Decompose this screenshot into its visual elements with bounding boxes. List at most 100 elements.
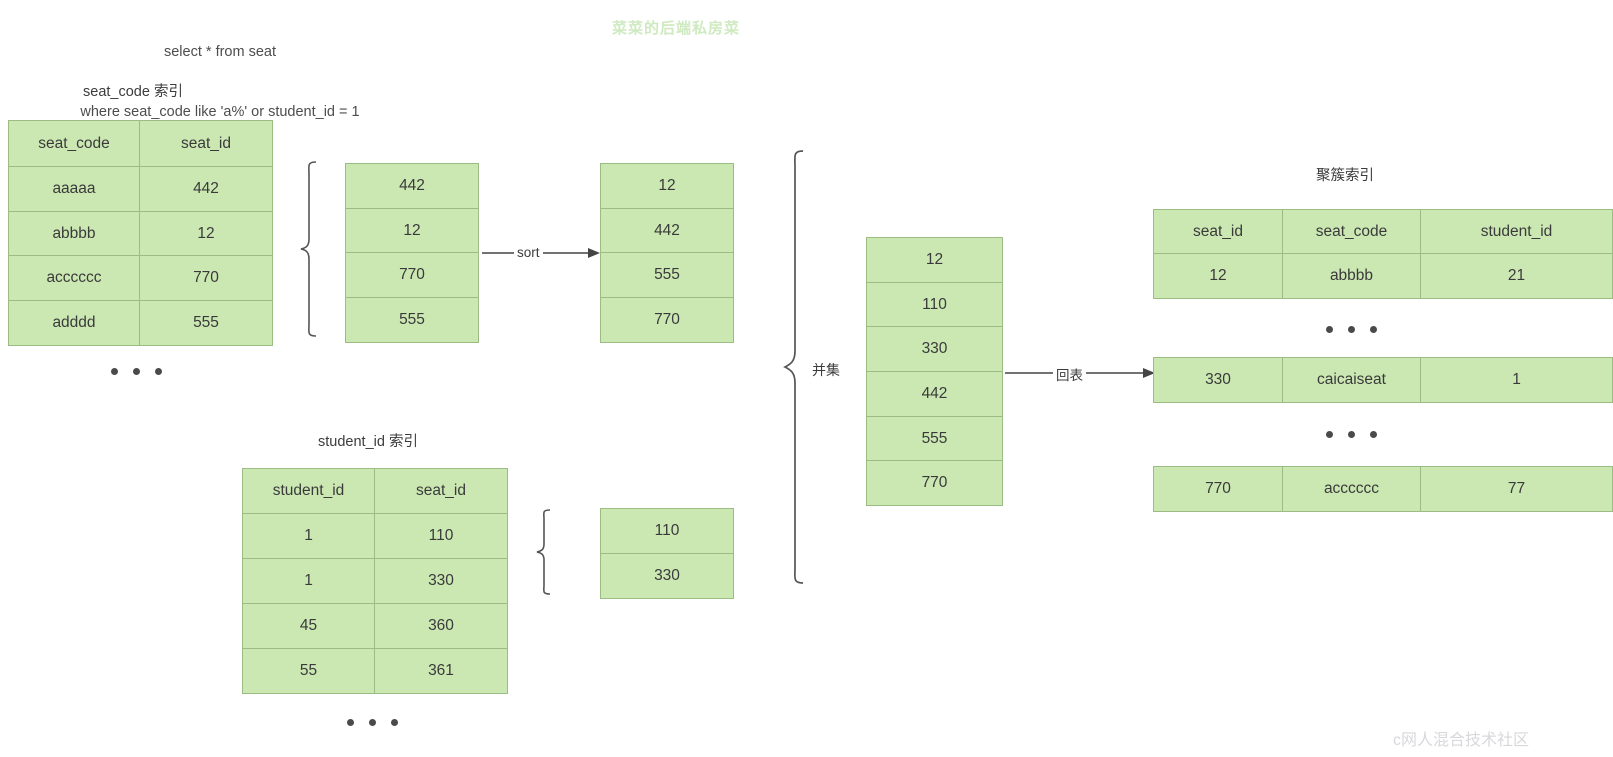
- cell-seat-id: 12: [139, 211, 273, 256]
- list-item: 110: [866, 282, 1003, 327]
- clustered-index-table-top: seat_id seat_code student_id 12 abbbb 21: [1153, 209, 1613, 299]
- sort-label: sort: [514, 245, 543, 260]
- sql-query-line-1: select * from seat: [163, 44, 276, 60]
- cell-student-id: 55: [242, 648, 375, 694]
- table-row: 1 330: [242, 558, 508, 604]
- dot-icon: [1370, 326, 1377, 333]
- dot-icon: [1348, 431, 1355, 438]
- list-item: 12: [600, 163, 734, 209]
- dot-icon: [391, 719, 398, 726]
- list-item: 442: [866, 371, 1003, 417]
- cell-seat-id: 330: [600, 553, 734, 599]
- cell-seat-code: abbbb: [1282, 253, 1421, 299]
- cell-seat-code: abbbb: [8, 211, 140, 256]
- caption-seat-code-index: seat_code 索引: [83, 84, 183, 100]
- cell-seat-id: 12: [1153, 253, 1283, 299]
- table-row: 770 acccccc 77: [1153, 466, 1613, 512]
- dot-icon: [133, 368, 140, 375]
- cell-seat-id: 110: [866, 282, 1003, 327]
- cell-seat-id: 442: [600, 208, 734, 253]
- cell-seat-id: 770: [139, 255, 273, 301]
- col-header-seat-id: seat_id: [374, 468, 508, 514]
- cell-seat-id: 330: [374, 558, 508, 604]
- col-header-student-id: student_id: [242, 468, 375, 514]
- table-row: 1 110: [242, 513, 508, 559]
- list-item: 770: [866, 460, 1003, 506]
- list-item: 330: [600, 553, 734, 599]
- cell-student-id: 21: [1420, 253, 1613, 299]
- dot-icon: [111, 368, 118, 375]
- ellipsis-student-id-index: [347, 719, 398, 726]
- dot-icon: [369, 719, 376, 726]
- cell-seat-code: aaaaa: [8, 166, 140, 212]
- table-row: 55 361: [242, 648, 508, 694]
- sorted-seat-id-column: 12 442 555 770: [600, 163, 734, 343]
- brace-union: [775, 148, 811, 588]
- table-row: aaaaa 442: [8, 166, 273, 212]
- col-header-seat-id: seat_id: [139, 120, 273, 167]
- table-row: 330 caicaiseat 1: [1153, 357, 1613, 403]
- union-label: 并集: [812, 362, 840, 378]
- list-item: 555: [600, 252, 734, 298]
- cell-student-id: 1: [242, 558, 375, 604]
- table-row: adddd 555: [8, 300, 273, 346]
- cell-seat-id: 12: [866, 237, 1003, 283]
- dot-icon: [1326, 431, 1333, 438]
- cell-student-id: 77: [1420, 466, 1613, 512]
- unsorted-seat-id-column: 442 12 770 555: [345, 163, 479, 343]
- table-header-row: seat_id seat_code student_id: [1153, 209, 1613, 254]
- list-item: 770: [345, 252, 479, 298]
- list-item: 12: [345, 208, 479, 253]
- list-item: 12: [866, 237, 1003, 283]
- table-header-row: student_id seat_id: [242, 468, 508, 514]
- list-item: 330: [866, 326, 1003, 372]
- cell-seat-id: 555: [139, 300, 273, 346]
- seat-code-index-table: seat_code seat_id aaaaa 442 abbbb 12 acc…: [8, 120, 273, 346]
- cell-seat-id: 770: [345, 252, 479, 298]
- brace-seat-code-rows: [290, 160, 322, 338]
- cell-seat-id: 555: [600, 252, 734, 298]
- cell-seat-id: 12: [600, 163, 734, 209]
- brace-student-id-rows: [528, 508, 558, 598]
- cell-seat-id: 442: [139, 166, 273, 212]
- ellipsis-clustered-index-1: [1326, 326, 1377, 333]
- dot-icon: [1326, 326, 1333, 333]
- caption-clustered-index: 聚簇索引: [1316, 168, 1374, 184]
- ellipsis-clustered-index-2: [1326, 431, 1377, 438]
- table-row: 45 360: [242, 603, 508, 649]
- cell-seat-id: 361: [374, 648, 508, 694]
- table-header-row: seat_code seat_id: [8, 120, 273, 167]
- cell-student-id: 1: [1420, 357, 1613, 403]
- sql-query-line-2: where seat_code like 'a%' or student_id …: [80, 104, 360, 120]
- list-item: 110: [600, 508, 734, 554]
- student-id-index-table: student_id seat_id 1 110 1 330 45 360 55…: [242, 468, 508, 694]
- list-item: 555: [866, 416, 1003, 461]
- table-row: 12 abbbb 21: [1153, 253, 1613, 299]
- watermark-top: 菜菜的后端私房菜: [612, 20, 741, 37]
- cell-seat-id: 330: [1153, 357, 1283, 403]
- col-header-seat-id: seat_id: [1153, 209, 1283, 254]
- dot-icon: [1348, 326, 1355, 333]
- cell-seat-id: 555: [345, 297, 479, 343]
- student-seat-id-column: 110 330: [600, 508, 734, 599]
- cell-seat-id: 12: [345, 208, 479, 253]
- list-item: 770: [600, 297, 734, 343]
- clustered-index-table-target: 330 caicaiseat 1: [1153, 357, 1613, 403]
- cell-student-id: 45: [242, 603, 375, 649]
- table-row: abbbb 12: [8, 211, 273, 256]
- back-to-table-arrow: 回表: [1005, 361, 1155, 385]
- dot-icon: [347, 719, 354, 726]
- col-header-seat-code: seat_code: [8, 120, 140, 167]
- dot-icon: [155, 368, 162, 375]
- list-item: 442: [345, 163, 479, 209]
- watermark-bottom: c网人混合技术社区: [1393, 732, 1530, 749]
- cell-seat-id: 360: [374, 603, 508, 649]
- dot-icon: [1370, 431, 1377, 438]
- union-result-column: 12 110 330 442 555 770: [866, 237, 1003, 506]
- cell-seat-id: 770: [1153, 466, 1283, 512]
- cell-student-id: 1: [242, 513, 375, 559]
- col-header-seat-code: seat_code: [1282, 209, 1421, 254]
- cell-seat-id: 330: [866, 326, 1003, 372]
- sql-query-block: select * from seat where seat_code like …: [10, 2, 430, 162]
